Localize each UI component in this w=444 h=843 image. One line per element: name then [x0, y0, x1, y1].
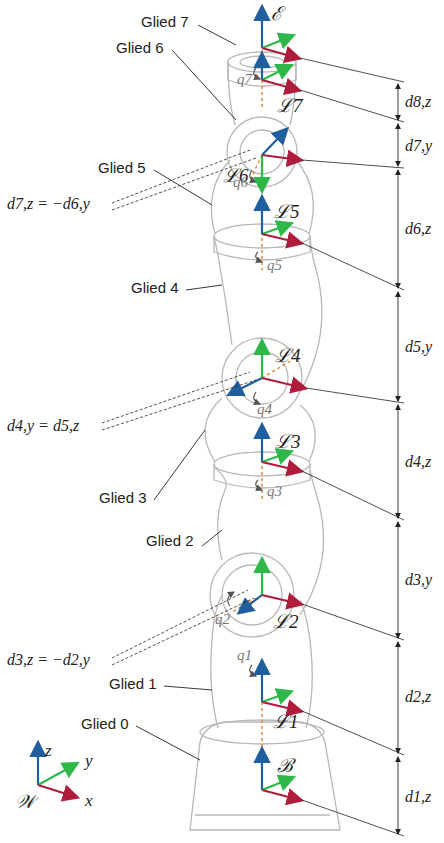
- frame-label: ℰ: [270, 4, 283, 23]
- axis-label: y: [84, 752, 94, 769]
- part-name: Glied 3: [98, 490, 148, 505]
- dimension-label: d4,z: [404, 454, 432, 470]
- axis-label: z: [44, 742, 53, 759]
- part-name: Glied 0: [80, 716, 130, 731]
- frame-label: ℒ4: [274, 346, 302, 365]
- frame-label: ℒ3: [274, 432, 302, 451]
- offset-dimension: d4,y = d5,z: [6, 418, 80, 434]
- dimension-label: d7,y: [404, 138, 433, 154]
- offset-dimension: d3,z = −d2,y: [6, 652, 91, 668]
- joint-variable: q6: [232, 175, 249, 190]
- frame-label: ℒ1: [272, 712, 300, 731]
- dimension-label: d1,z: [404, 789, 432, 805]
- frame-label: ℒ2: [272, 612, 300, 631]
- frame-label: ℬ: [276, 756, 294, 775]
- part-name: Glied 2: [145, 533, 195, 548]
- part-name: Glied 6: [115, 40, 165, 55]
- part-name: Glied 1: [108, 676, 158, 691]
- joint-variable: q7: [236, 72, 253, 87]
- joint-variable: q5: [266, 258, 283, 273]
- joint-variable: q4: [256, 402, 273, 417]
- offset-dimension: d7,z = −d6,y: [6, 196, 91, 212]
- frame-label: ℒ5: [273, 202, 301, 221]
- part-name: Glied 5: [97, 160, 147, 175]
- dimension-label: d6,z: [404, 221, 432, 237]
- frame-label: 𝒲: [14, 792, 36, 811]
- joint-variable: q3: [266, 484, 283, 499]
- dimension-label: d8,z: [404, 94, 432, 110]
- joint-variable: q1: [236, 648, 253, 663]
- part-name: Glied 4: [130, 280, 180, 295]
- dimension-label: d3,y: [404, 572, 433, 588]
- axis-label: x: [84, 792, 94, 809]
- dimension-label: d2,z: [404, 689, 432, 705]
- part-name: Glied 7: [140, 14, 190, 29]
- frame-label: ℒ7: [276, 96, 304, 115]
- dimension-label: d5,y: [404, 339, 433, 355]
- joint-variable: q2: [214, 612, 231, 627]
